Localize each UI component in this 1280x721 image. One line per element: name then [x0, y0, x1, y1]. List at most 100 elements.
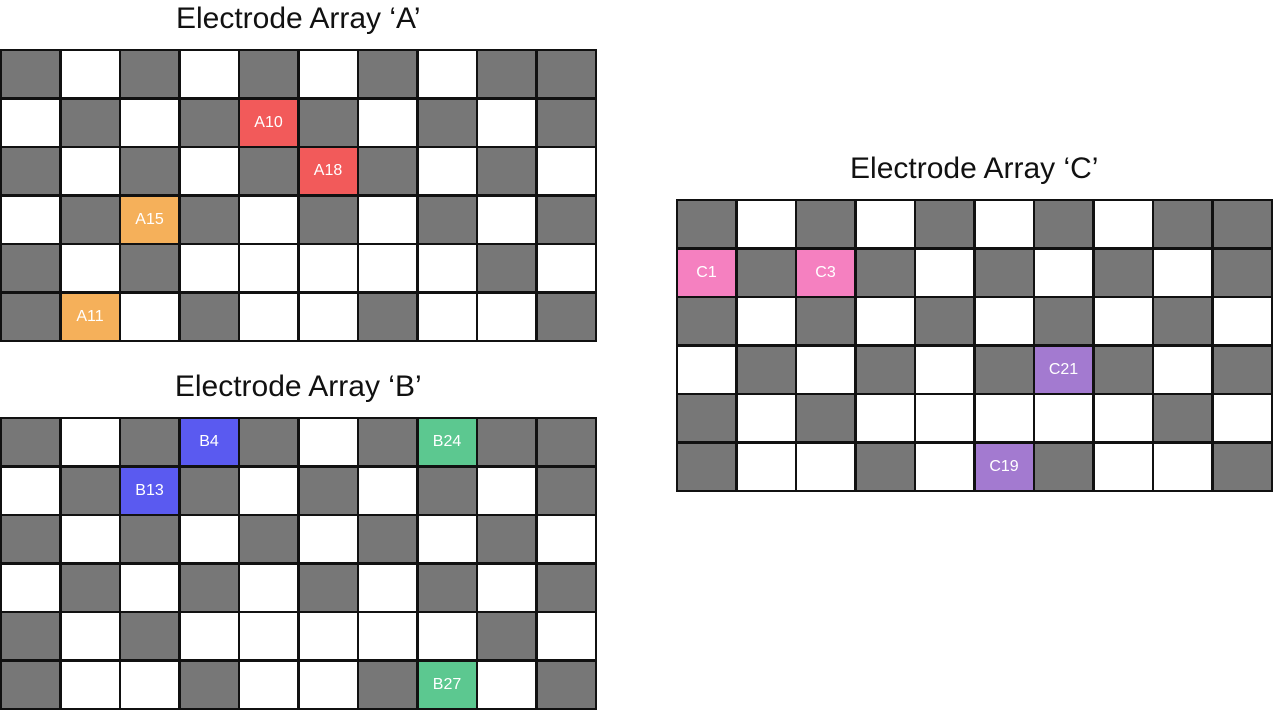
- electrode-cell: [61, 51, 119, 97]
- electrode-a15: A15: [121, 196, 178, 243]
- electrode-cell: [1154, 298, 1211, 344]
- electrode-cell: [678, 443, 735, 490]
- electrode-cell: [359, 467, 416, 514]
- electrode-cell: [478, 99, 535, 146]
- electrode-cell: [240, 467, 297, 514]
- electrode-c19: C19: [975, 443, 1033, 490]
- electrode-cell: [478, 613, 535, 659]
- array-title-b: Electrode Array ‘B’: [174, 370, 422, 403]
- electrode-cell: [299, 516, 357, 562]
- electrode-cell: [61, 564, 119, 611]
- electrode-cell: [916, 298, 973, 344]
- electrode-cell: [121, 613, 178, 659]
- electrode-cell: [916, 395, 973, 441]
- electrode-cell: [180, 99, 238, 146]
- electrode-cell: [299, 661, 357, 708]
- electrode-cell: [975, 395, 1033, 441]
- electrode-cell: [537, 467, 595, 514]
- electrode-cell: [737, 395, 795, 441]
- electrode-cell: [121, 51, 178, 97]
- electrode-cell: [121, 99, 178, 146]
- electrode-cell: [856, 443, 914, 490]
- electrode-cell: [1213, 346, 1271, 393]
- electrode-cell: [1154, 249, 1211, 296]
- electrode-cell: [240, 51, 297, 97]
- electrode-cell: [240, 516, 297, 562]
- electrode-cell: [678, 395, 735, 441]
- electrode-cell: [2, 51, 59, 97]
- electrode-cell: [1154, 395, 1211, 441]
- electrode-cell: [61, 613, 119, 659]
- electrode-cell: [478, 196, 535, 243]
- electrode-cell: [537, 613, 595, 659]
- electrode-cell: [975, 249, 1033, 296]
- electrode-cell: [916, 249, 973, 296]
- electrode-cell: [975, 201, 1033, 247]
- electrode-cell: [1094, 201, 1152, 247]
- electrode-cell: [1094, 249, 1152, 296]
- electrode-b24: B24: [418, 419, 476, 465]
- electrode-cell: [478, 564, 535, 611]
- electrode-cell: [537, 99, 595, 146]
- electrode-cell: [121, 419, 178, 465]
- electrode-cell: [1213, 443, 1271, 490]
- electrode-c3: C3: [797, 249, 854, 296]
- electrode-cell: [478, 245, 535, 291]
- electrode-cell: [299, 564, 357, 611]
- electrode-cell: [61, 661, 119, 708]
- electrode-cell: [180, 196, 238, 243]
- electrode-cell: [975, 346, 1033, 393]
- electrode-cell: [180, 148, 238, 194]
- electrode-cell: [537, 293, 595, 340]
- electrode-cell: [240, 419, 297, 465]
- electrode-cell: [180, 661, 238, 708]
- electrode-cell: [61, 419, 119, 465]
- electrode-cell: [240, 293, 297, 340]
- electrode-cell: [418, 613, 476, 659]
- electrode-cell: [856, 346, 914, 393]
- electrode-a11: A11: [61, 293, 119, 340]
- electrode-cell: [299, 51, 357, 97]
- electrode-cell: [359, 661, 416, 708]
- electrode-cell: [856, 249, 914, 296]
- electrode-cell: [1213, 249, 1271, 296]
- electrode-cell: [1094, 395, 1152, 441]
- electrode-cell: [240, 613, 297, 659]
- electrode-cell: [180, 51, 238, 97]
- array-title-c: Electrode Array ‘C’: [850, 152, 1099, 185]
- electrode-cell: [359, 564, 416, 611]
- electrode-cell: [418, 148, 476, 194]
- electrode-cell: [916, 201, 973, 247]
- electrode-cell: [797, 346, 854, 393]
- electrode-cell: [359, 196, 416, 243]
- electrode-cell: [240, 196, 297, 243]
- electrode-cell: [1094, 298, 1152, 344]
- electrode-cell: [61, 467, 119, 514]
- electrode-cell: [61, 148, 119, 194]
- electrode-c1: C1: [678, 249, 735, 296]
- electrode-cell: [2, 661, 59, 708]
- electrode-cell: [856, 395, 914, 441]
- electrode-cell: [61, 196, 119, 243]
- electrode-cell: [121, 245, 178, 291]
- electrode-cell: [678, 201, 735, 247]
- electrode-cell: [797, 395, 854, 441]
- electrode-cell: [2, 245, 59, 291]
- electrode-cell: [478, 661, 535, 708]
- electrode-cell: [1035, 395, 1092, 441]
- electrode-cell: [2, 419, 59, 465]
- electrode-b4: B4: [180, 419, 238, 465]
- electrode-a10: A10: [240, 99, 297, 146]
- electrode-cell: [797, 201, 854, 247]
- electrode-cell: [1154, 346, 1211, 393]
- electrode-cell: [1035, 443, 1092, 490]
- electrode-cell: [975, 298, 1033, 344]
- electrode-cell: [359, 293, 416, 340]
- electrode-cell: [240, 661, 297, 708]
- electrode-cell: [299, 613, 357, 659]
- electrode-cell: [359, 419, 416, 465]
- electrode-cell: [121, 516, 178, 562]
